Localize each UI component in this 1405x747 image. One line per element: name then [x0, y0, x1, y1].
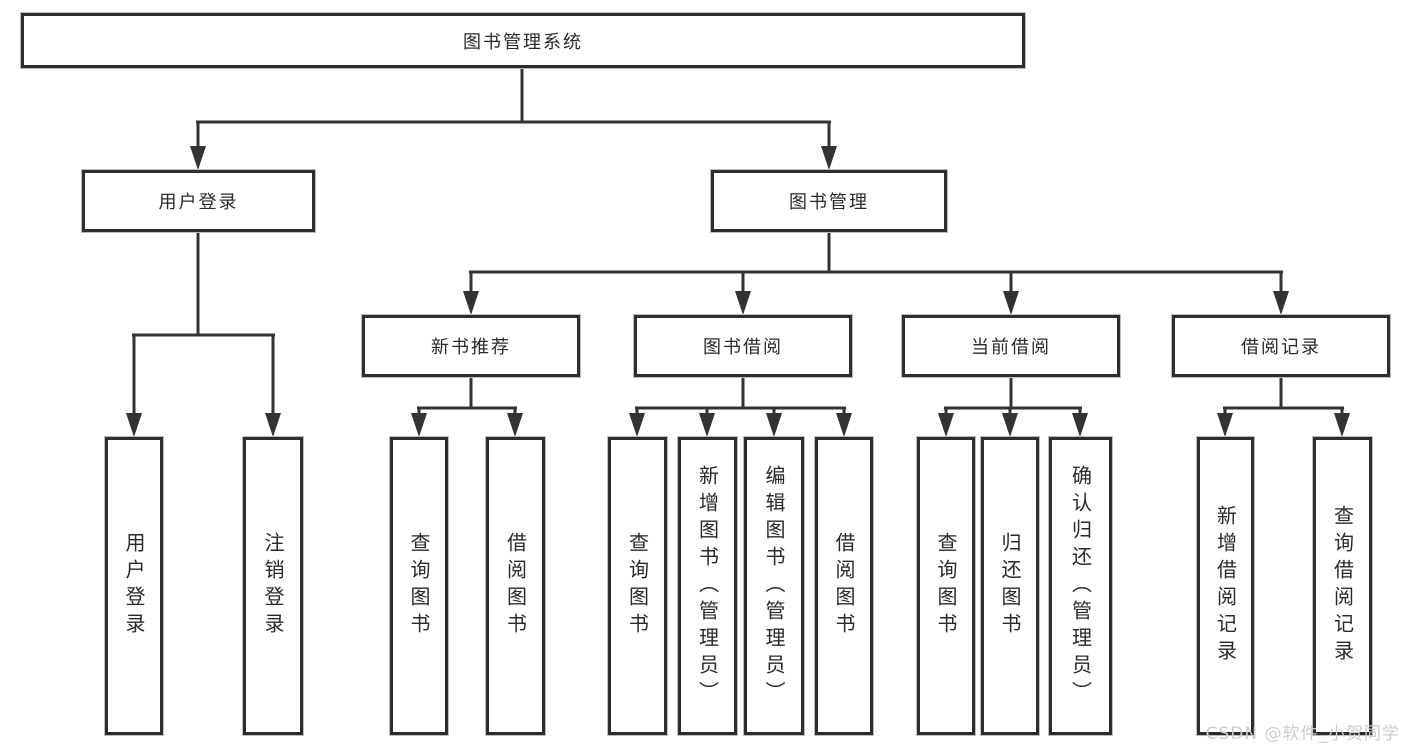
- leaf-query-book-current: 查询图书: [917, 437, 975, 735]
- leaf-label: 编辑图书（管理员）: [762, 464, 786, 708]
- node-label: 图书借阅: [703, 337, 783, 358]
- node-label: 当前借阅: [971, 337, 1051, 358]
- leaf-label: 查询图书: [625, 532, 650, 640]
- leaf-return-book: 归还图书: [981, 437, 1039, 735]
- node-label: 用户登录: [158, 192, 239, 213]
- leaf-edit-book-admin: 编辑图书（管理员）: [744, 437, 804, 735]
- leaf-query-book-borrow: 查询图书: [608, 437, 667, 735]
- node-borrow-record: 借阅记录: [1172, 315, 1390, 377]
- leaf-label: 查询图书: [407, 532, 431, 640]
- node-new-book-recommend: 新书推荐: [362, 315, 580, 377]
- node-root-label: 图书管理系统: [463, 31, 583, 53]
- leaf-label: 用户登录: [122, 532, 146, 640]
- leaf-label: 查询图书: [934, 532, 958, 640]
- leaf-label: 确认归还（管理员）: [1068, 464, 1093, 708]
- leaf-label: 借阅图书: [503, 532, 528, 640]
- leaf-query-borrow-record: 查询借阅记录: [1313, 437, 1372, 735]
- node-root-system: 图书管理系统: [21, 13, 1025, 68]
- leaf-borrow-book-recommend: 借阅图书: [486, 437, 545, 735]
- leaf-label: 新增借阅记录: [1213, 505, 1238, 667]
- node-book-management-branch: 图书管理: [711, 170, 947, 232]
- leaf-confirm-return-admin: 确认归还（管理员）: [1049, 437, 1112, 735]
- node-user-login-branch: 用户登录: [82, 170, 315, 232]
- node-label: 新书推荐: [431, 337, 511, 358]
- leaf-label: 借阅图书: [832, 532, 856, 640]
- leaf-label: 查询借阅记录: [1330, 505, 1355, 667]
- node-label: 借阅记录: [1241, 337, 1321, 358]
- leaf-label: 归还图书: [998, 532, 1022, 640]
- leaf-borrow-book: 借阅图书: [815, 437, 873, 735]
- node-label: 图书管理: [789, 192, 869, 213]
- leaf-user-login: 用户登录: [105, 437, 163, 735]
- csdn-watermark: CSDN @软件_小贺同学: [1205, 724, 1400, 744]
- leaf-query-book-recommend: 查询图书: [390, 437, 448, 735]
- leaf-add-borrow-record: 新增借阅记录: [1197, 437, 1254, 735]
- leaf-add-book-admin: 新增图书（管理员）: [678, 437, 737, 735]
- leaf-label: 新增图书（管理员）: [695, 464, 720, 708]
- node-book-borrow: 图书借阅: [634, 315, 852, 377]
- node-current-borrow: 当前借阅: [902, 315, 1120, 377]
- leaf-logout: 注销登录: [243, 437, 303, 735]
- leaf-label: 注销登录: [261, 532, 285, 640]
